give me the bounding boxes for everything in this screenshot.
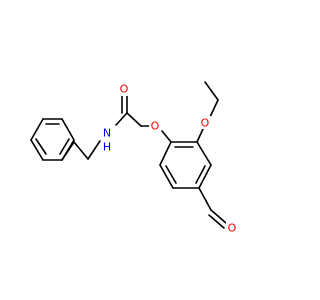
bond-ethyl-ch2-o <box>209 99 219 118</box>
bond-ring-3-4-inner <box>165 165 177 184</box>
atom-n-amide: N <box>103 127 111 140</box>
molecule-svg: O O O O N H <box>30 81 238 235</box>
atom-labels: O O O O N H <box>100 83 238 235</box>
bond-ring-o-phenoxy <box>161 130 172 143</box>
atom-o-carbonyl-amide: O <box>120 83 129 96</box>
bond-ch2a-ch2b <box>73 141 89 160</box>
bonds <box>30 81 227 229</box>
bond-ph-6-1-inner <box>59 138 70 155</box>
bond-ring-6-1 <box>196 141 212 166</box>
atom-o-carbonyl-aldehyde: O <box>228 222 237 235</box>
bond-n-ch2a <box>87 140 101 160</box>
atom-o-ether-phenoxy: O <box>151 120 160 133</box>
bond-ph-3-4 <box>30 118 44 141</box>
bond-ethyl-ch3-ch2 <box>204 81 219 101</box>
atom-h-amide: H <box>103 141 111 154</box>
bond-o-ring <box>196 128 204 143</box>
bond-ph-2-3 <box>30 139 44 161</box>
atom-o-ether-ethoxy: O <box>201 117 210 130</box>
bond-carbonyl-n <box>115 112 128 126</box>
bond-ph-2-3-inner <box>35 138 47 155</box>
bond-ch2-carbonyl <box>126 112 142 127</box>
bond-ph-6-1 <box>61 139 75 161</box>
bond-cho-double-b <box>208 214 225 229</box>
bond-ring-5-6 <box>198 164 212 189</box>
bond-ring-cho <box>198 187 212 211</box>
bond-cho-double-a <box>210 209 227 224</box>
bond-ph-5-6 <box>61 118 75 141</box>
bond-ring-3-4 <box>159 164 174 189</box>
bond-ring-5-6-inner <box>195 165 206 184</box>
bond-ring-2-3 <box>159 141 172 166</box>
molecule-diagram: O O O O N H <box>30 81 238 235</box>
